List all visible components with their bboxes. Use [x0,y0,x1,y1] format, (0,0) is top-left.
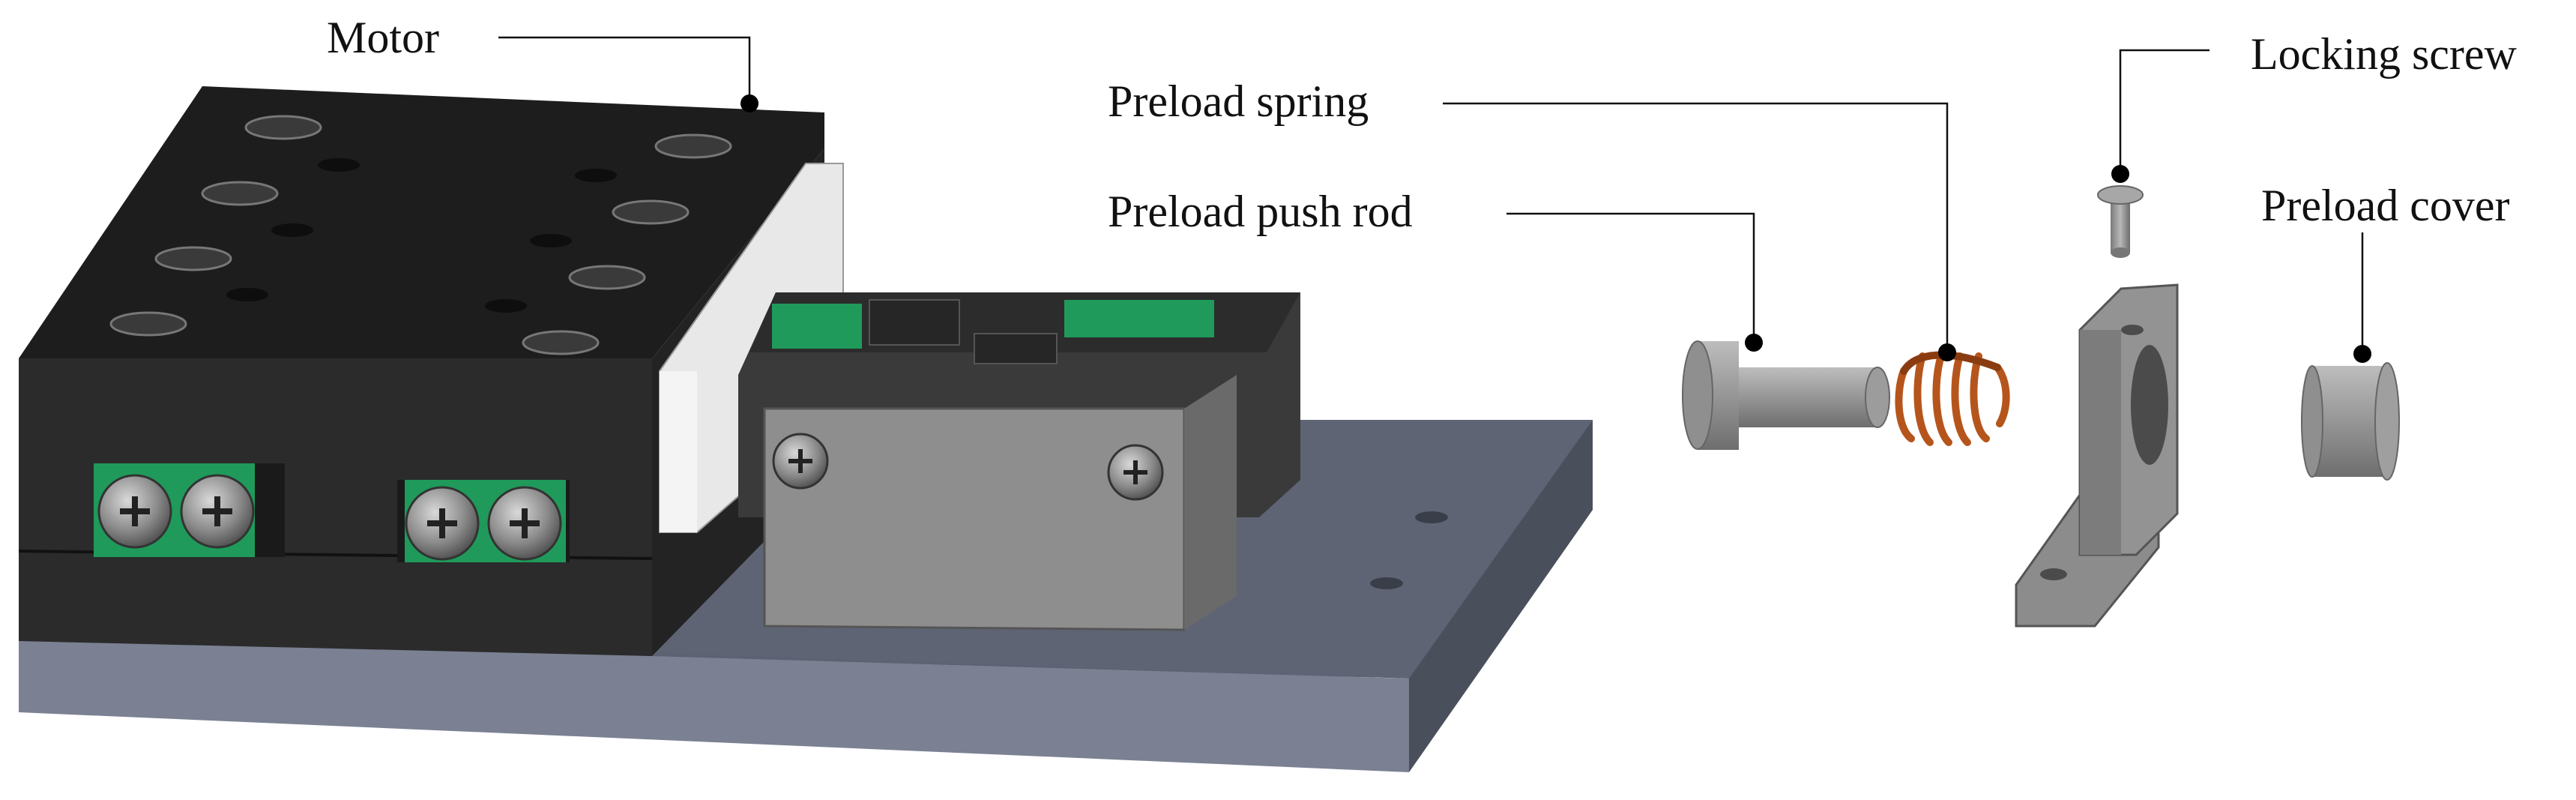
spring-coil [1970,352,1990,442]
spring-coil [1951,352,1971,446]
screw-head-icon [568,265,646,290]
carriage-plate [763,407,1186,631]
motor-top-screws [109,115,732,355]
motor-top-face [19,86,824,358]
rod-end [1865,367,1890,428]
base-hole [1415,511,1448,523]
leader-lines [498,36,2364,352]
rod-shaft [1724,367,1877,427]
preload-bracket [2015,283,2179,628]
screw-head-icon [201,181,279,206]
motor-front-screws [97,474,562,561]
guide-rail-block [738,292,1300,631]
green-contacts [1064,300,1214,337]
screw-head-icon [154,246,232,271]
screw-head-icon [612,199,690,225]
bracket-small-hole [2121,325,2144,335]
green-contacts [772,304,862,349]
leader-dot [2353,345,2371,363]
hole [485,299,527,313]
screw-head-icon [654,133,732,159]
spring-coil [1994,364,2010,427]
locking-screw [2097,185,2144,258]
leader-line-screw [2119,49,2209,172]
base-hole [1370,577,1403,589]
screw-head [2097,185,2144,205]
rail-slot [974,333,1058,364]
leader-dot [1745,334,1763,352]
motor-top-holes [226,158,617,313]
leader-dot [2111,165,2129,183]
leader-line-spring [1443,102,1949,351]
bracket-upright-front [2080,330,2121,555]
screw-head-icon [109,311,187,337]
spring-coil [1913,352,1934,446]
leader-dot [1938,343,1956,361]
screw-shaft [2111,196,2130,253]
screw-head-icon [244,115,322,140]
carriage-plate-side [1184,375,1237,630]
preload-push-rod-label: Preload push rod [1108,187,1413,236]
motor-white-plate-face [660,371,697,532]
preload-cover-label: Preload cover [2261,181,2510,230]
rail-slot [869,299,960,346]
spring-coil [1900,351,2001,375]
hole [271,223,313,237]
base-plate-side [1409,420,1593,772]
hole [530,234,572,247]
leader-dots [740,94,2371,363]
leader-line-rod [1506,212,1755,341]
preload-spring-label: Preload spring [1108,76,1369,126]
spring-coil [1895,367,1915,442]
screw-tip [2111,247,2130,258]
hole [575,169,617,182]
leader-line-motor [498,36,751,101]
preload-cover [2301,362,2400,481]
spring-coil [1932,352,1952,446]
carriage-screws [772,433,1164,501]
locking-screw-label: Locking screw [2251,29,2517,79]
motor-front-face [19,358,652,656]
bracket-foot-hole [2040,568,2067,580]
rod-head-face [1682,340,1713,450]
hole [318,158,360,172]
cover-face-right [2374,362,2400,481]
preload-spring [1895,351,2010,446]
motor-label: Motor [327,13,439,62]
leader-dot [740,94,758,112]
preload-push-rod [1682,340,1890,450]
base-plate-front [19,637,1409,772]
bracket-hole [2131,345,2168,465]
motor [18,86,844,656]
hole [226,288,268,301]
screw-head-icon [522,330,600,355]
cover-face-left [2301,365,2323,478]
